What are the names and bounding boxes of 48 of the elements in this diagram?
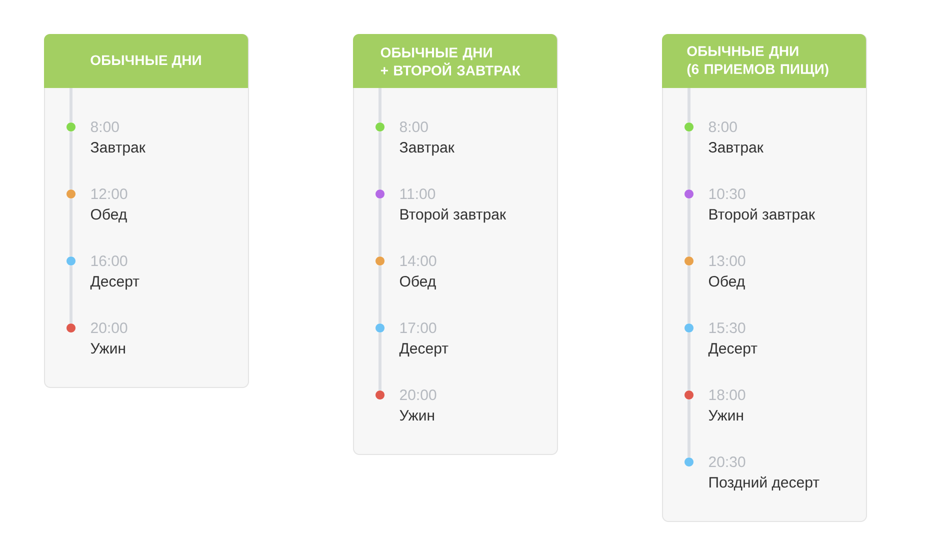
timeline-dot — [684, 458, 694, 466]
timeline-dot — [376, 122, 384, 132]
time-label: 8:00 — [90, 122, 119, 132]
time-label: 8:00 — [708, 122, 737, 132]
timeline-dot — [684, 324, 694, 332]
time-label: 20:30 — [709, 456, 746, 468]
timeline-dot — [66, 122, 76, 132]
time-label: 11:00 — [400, 188, 436, 200]
time-label: 20:00 — [91, 322, 128, 334]
meal-label: Поздний десерт — [709, 476, 820, 491]
meal-label: Завтрак — [90, 142, 146, 156]
meal-label: Ужин — [90, 343, 125, 354]
time-label: 10:30 — [709, 188, 746, 200]
meal-label: Завтрак — [400, 142, 454, 156]
card-header: ОБЫЧНЫЕ ДНИ + ВТОРОЙ ЗАВТРАК — [353, 34, 557, 88]
meal-label: Завтрак — [708, 142, 764, 156]
timeline-dot — [684, 256, 694, 266]
meal-label: Обед — [708, 276, 745, 290]
timeline-dot — [66, 324, 76, 332]
time-label: 17:00 — [400, 322, 436, 334]
time-label: 18:00 — [709, 390, 746, 400]
time-label: 15:30 — [709, 322, 746, 334]
meal-label: Десерт — [399, 343, 448, 357]
timeline-dot — [66, 256, 76, 266]
time-label: 13:00 — [709, 256, 746, 266]
timeline-dot — [684, 190, 694, 198]
timeline-dot — [376, 390, 384, 400]
timeline-dot — [376, 190, 384, 198]
meal-label: Десерт — [90, 276, 140, 290]
timeline-dot — [684, 390, 694, 400]
card-header: ОБЫЧНЫЕ ДНИ — [44, 34, 248, 88]
time-label: 8:00 — [400, 122, 428, 132]
timeline-dot — [684, 122, 694, 132]
time-label: 14:00 — [400, 256, 436, 266]
meal-label: Второй завтрак — [710, 208, 816, 223]
timeline-dot — [376, 324, 384, 332]
timeline-dot — [66, 190, 76, 198]
meal-label: Обед — [400, 276, 436, 290]
timeline-dot — [376, 256, 384, 266]
card-header: ОБЫЧНЫЕ ДНИ (6 ПРИЕМОВ ПИЩИ) — [662, 34, 866, 88]
time-label: 20:00 — [400, 390, 436, 400]
meal-label: Ужин — [400, 410, 434, 421]
meal-label: Второй завтрак — [400, 208, 506, 223]
meal-label: Десерт — [708, 343, 758, 357]
meal-label: Обед — [90, 208, 127, 222]
meal-label: Ужин — [708, 410, 743, 421]
time-label: 12:00 — [91, 188, 128, 200]
time-label: 16:00 — [91, 256, 128, 266]
